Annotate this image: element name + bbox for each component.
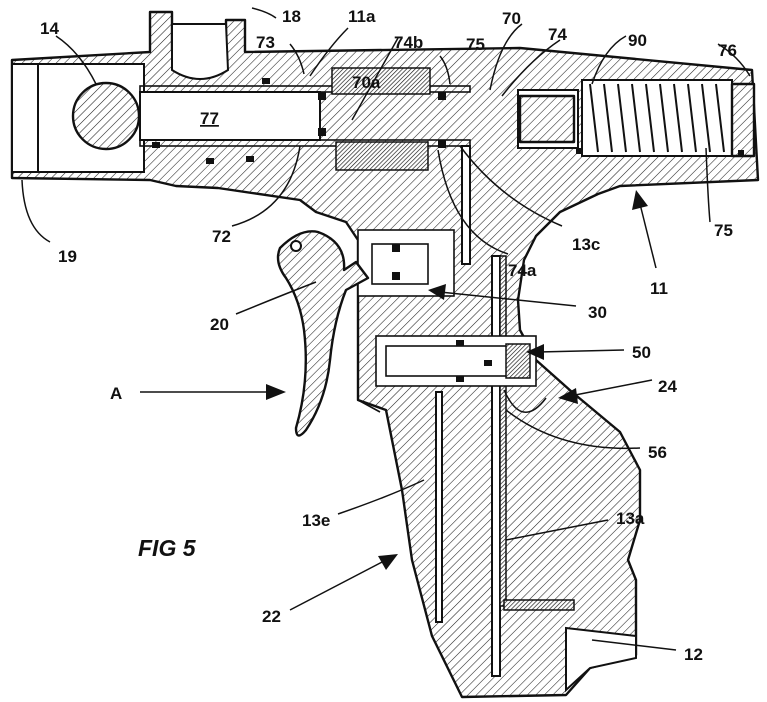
valve-seal-b (456, 376, 464, 382)
label-a: A (110, 384, 122, 403)
label-70a: 70a (352, 73, 381, 92)
trigger-valve-seal-b (392, 272, 400, 280)
trigger-valve-housing (357, 229, 455, 297)
label-90: 90 (628, 31, 647, 50)
compression-spring (589, 83, 725, 153)
label-74b: 74b (394, 33, 423, 52)
label-13e: 13e (302, 511, 330, 530)
figure-caption: FIG 5 (138, 535, 197, 561)
valve-block-70a (331, 67, 431, 95)
valve-block-lower (335, 141, 429, 171)
muzzle-insert (11, 63, 39, 173)
trigger-pivot (290, 240, 302, 252)
valve-seal-c (484, 360, 492, 366)
label-50: 50 (632, 343, 651, 362)
label-18: 18 (282, 7, 301, 26)
gas-passage-13c (461, 145, 471, 265)
label-75-right: 75 (714, 221, 733, 240)
bolt-chamber (139, 91, 321, 141)
label-11: 11 (650, 279, 668, 298)
leader-lines (21, 7, 751, 651)
label-11a: 11a (348, 7, 376, 26)
label-74: 74 (548, 25, 567, 44)
reference-labels: 14 18 11a 70 90 76 73 74b 75 74 70a 77 1… (40, 7, 737, 664)
trigger-lever (276, 230, 370, 437)
label-72: 72 (212, 227, 231, 246)
gas-passage-13a (491, 255, 501, 677)
cartridge-seat (503, 599, 575, 611)
label-24: 24 (658, 377, 677, 396)
label-13c: 13c (572, 235, 600, 254)
cartridge-port (565, 626, 637, 693)
label-30: 30 (588, 303, 607, 322)
label-14: 14 (40, 19, 59, 38)
label-70: 70 (502, 9, 521, 28)
label-76: 76 (718, 41, 737, 60)
piston-head (518, 94, 576, 144)
gas-passage-13e (435, 391, 443, 623)
end-cap (730, 82, 756, 158)
label-73: 73 (256, 33, 275, 52)
feed-port (171, 23, 230, 80)
label-75-top: 75 (466, 35, 485, 54)
label-22: 22 (262, 607, 281, 626)
paintball (71, 81, 141, 151)
label-19: 19 (58, 247, 77, 266)
bore-lower-line (139, 139, 471, 147)
valve-seal-a (456, 340, 464, 346)
trigger-valve-seal-a (392, 244, 400, 252)
bore-upper-line (139, 85, 471, 93)
label-77: 77 (200, 109, 219, 128)
label-74a: 74a (508, 261, 537, 280)
valve-assembly-plug (505, 343, 531, 379)
label-56: 56 (648, 443, 667, 462)
arrows (140, 190, 657, 611)
label-13a: 13a (616, 509, 645, 528)
label-20: 20 (210, 315, 229, 334)
o-ring-seals (152, 78, 744, 164)
housing-body (10, 10, 760, 699)
label-12: 12 (684, 645, 703, 664)
guard-inner-wall (357, 300, 381, 413)
passage-lining (499, 255, 507, 607)
